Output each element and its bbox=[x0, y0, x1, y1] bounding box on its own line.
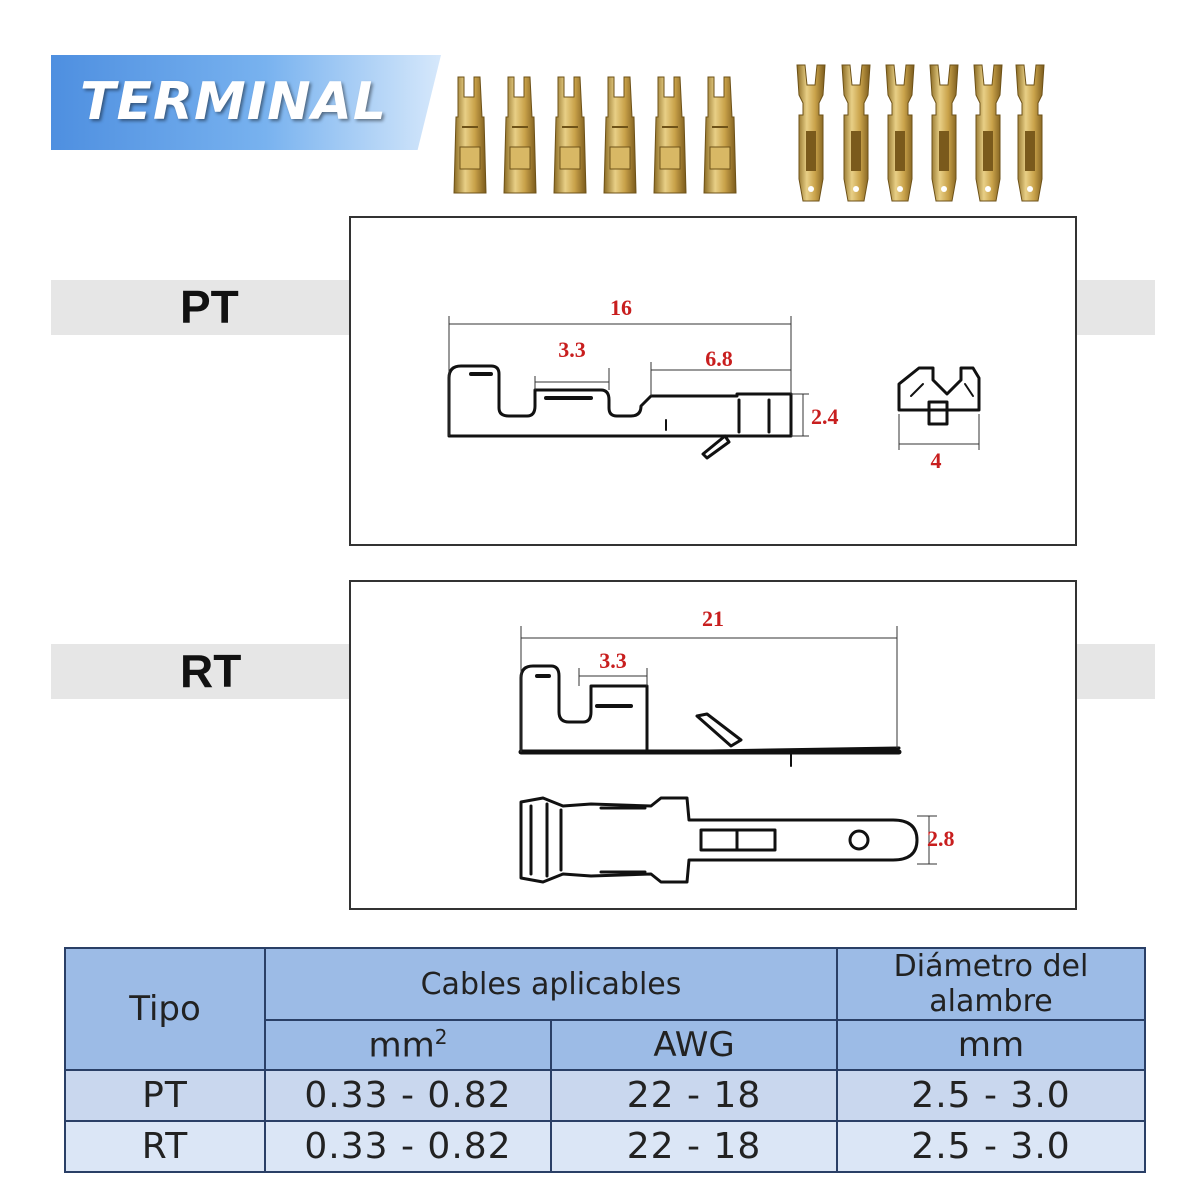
pt-dim-b: 6.8 bbox=[705, 346, 733, 371]
spec-table: Tipo Cables aplicables Diámetro del alam… bbox=[64, 947, 1146, 1173]
rt-dim-overall: 21 bbox=[702, 606, 724, 631]
title-banner bbox=[51, 55, 441, 150]
male-terminal-icons bbox=[796, 64, 1045, 202]
header-mm2-sup: 2 bbox=[434, 1024, 448, 1049]
header-mm2: mm2 bbox=[264, 1019, 552, 1071]
rt-technical-drawing: 21 3.3 2.8 bbox=[518, 606, 955, 884]
row-tipo: PT bbox=[64, 1069, 266, 1122]
table-row: PT 0.33 - 0.82 22 - 18 2.5 - 3.0 bbox=[64, 1069, 1146, 1122]
rt-label: RT bbox=[180, 645, 242, 697]
row-diameter: 2.5 - 3.0 bbox=[836, 1120, 1146, 1173]
row-mm2: 0.33 - 0.82 bbox=[264, 1120, 552, 1173]
header-diameter: Diámetro del alambre bbox=[836, 947, 1146, 1021]
row-awg: 22 - 18 bbox=[550, 1069, 838, 1122]
rt-dim-height: 2.8 bbox=[927, 826, 955, 851]
terminal-photos bbox=[453, 64, 1045, 202]
row-mm2: 0.33 - 0.82 bbox=[264, 1069, 552, 1122]
header-tipo: Tipo bbox=[64, 947, 266, 1071]
female-terminal-icons bbox=[453, 76, 737, 194]
pt-dim-a: 3.3 bbox=[558, 337, 586, 362]
banner-title: TERMINAL bbox=[80, 72, 388, 132]
header-awg: AWG bbox=[550, 1019, 838, 1071]
pt-dim-overall: 16 bbox=[610, 295, 632, 320]
row-diameter: 2.5 - 3.0 bbox=[836, 1069, 1146, 1122]
pt-dim-height: 2.4 bbox=[811, 404, 839, 429]
header-mm2-base: mm bbox=[368, 1025, 435, 1066]
header-cables: Cables aplicables bbox=[264, 947, 838, 1021]
row-tipo: RT bbox=[64, 1120, 266, 1173]
row-awg: 22 - 18 bbox=[550, 1120, 838, 1173]
rt-dim-a: 3.3 bbox=[599, 648, 627, 673]
pt-dim-width: 4 bbox=[931, 448, 942, 473]
pt-technical-drawing: 16 3.3 6.8 2.4 4 bbox=[447, 295, 981, 473]
rt-drawing-box: 21 3.3 2.8 bbox=[349, 580, 1077, 910]
header-mm: mm bbox=[836, 1019, 1146, 1071]
pt-drawing-box: 16 3.3 6.8 2.4 4 bbox=[349, 216, 1077, 546]
pt-label: PT bbox=[180, 281, 239, 333]
table-row: RT 0.33 - 0.82 22 - 18 2.5 - 3.0 bbox=[64, 1120, 1146, 1173]
